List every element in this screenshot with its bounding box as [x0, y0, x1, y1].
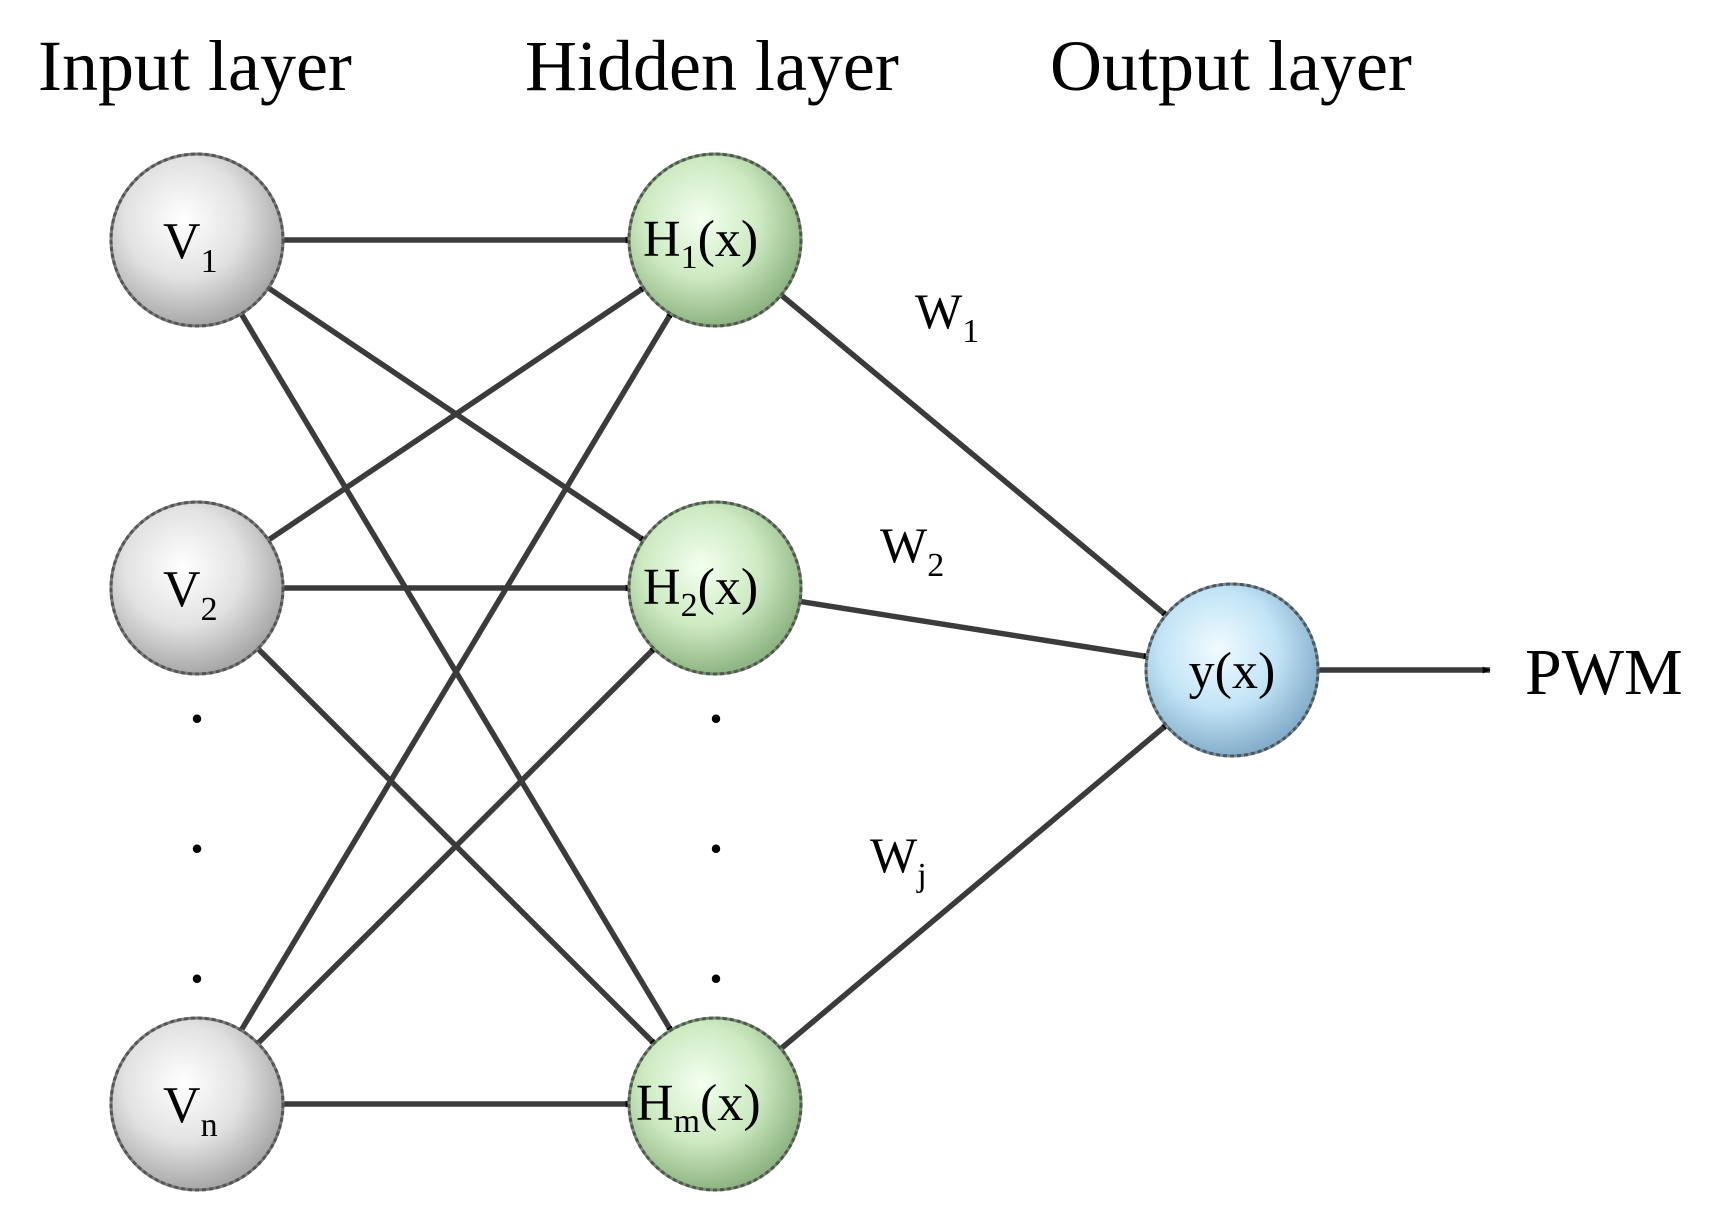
input-layer-title: Input layer [38, 26, 352, 106]
weight-label-w2: W2 [880, 517, 944, 584]
connections [234, 236, 1491, 1108]
hidden-node-hm: Hm(x) [627, 1016, 803, 1192]
edge-vn-h2 [250, 643, 659, 1051]
input-node-vn-label: V [163, 1077, 201, 1134]
edge-hm-y [772, 720, 1171, 1056]
svg-text:H1(x): H1(x) [643, 211, 758, 276]
output-signal-label: PWM [1525, 636, 1683, 709]
input-ellipsis-dot-2: . [188, 788, 206, 868]
input-node-v2: V2 [109, 500, 285, 676]
hidden-layer-title: Hidden layer [525, 26, 899, 106]
edge-h1-y [773, 287, 1171, 620]
weight-label-w1: W1 [915, 283, 979, 350]
svg-text:H2(x): H2(x) [643, 559, 758, 624]
input-node-v1-label: V [163, 213, 201, 270]
edge-h2-y [791, 597, 1152, 660]
svg-text:Vn: Vn [163, 1077, 218, 1144]
input-ellipsis-dot-1: . [188, 658, 206, 738]
svg-text:V1: V1 [163, 213, 218, 280]
output-node-label: y(x) [1189, 643, 1276, 700]
hidden-ellipsis-dot-2: . [707, 788, 725, 868]
input-ellipsis-dot-3: . [188, 918, 206, 998]
hidden-ellipsis-dot-1: . [707, 658, 725, 738]
edge-vn-h1 [234, 308, 676, 1039]
svg-text:Hm(x): Hm(x) [636, 1075, 761, 1140]
output-node-y: y(x) [1144, 582, 1320, 758]
edge-v2-h1 [260, 283, 649, 547]
hidden-node-h2-label: H [643, 559, 681, 616]
input-node-vn: Vn [109, 1016, 285, 1192]
weight-label-wj: Wj [870, 827, 927, 894]
output-layer-title: Output layer [1050, 26, 1412, 106]
input-node-v1: V1 [109, 152, 285, 328]
hidden-ellipsis-dot-3: . [707, 918, 725, 998]
hidden-node-h2: H2(x) [627, 500, 803, 676]
hidden-node-h1: H1(x) [627, 152, 803, 328]
input-node-v2-label: V [163, 561, 201, 618]
hidden-node-h1-label: H [643, 211, 681, 268]
hidden-node-hm-label: H [636, 1075, 674, 1132]
svg-text:V2: V2 [163, 561, 218, 628]
